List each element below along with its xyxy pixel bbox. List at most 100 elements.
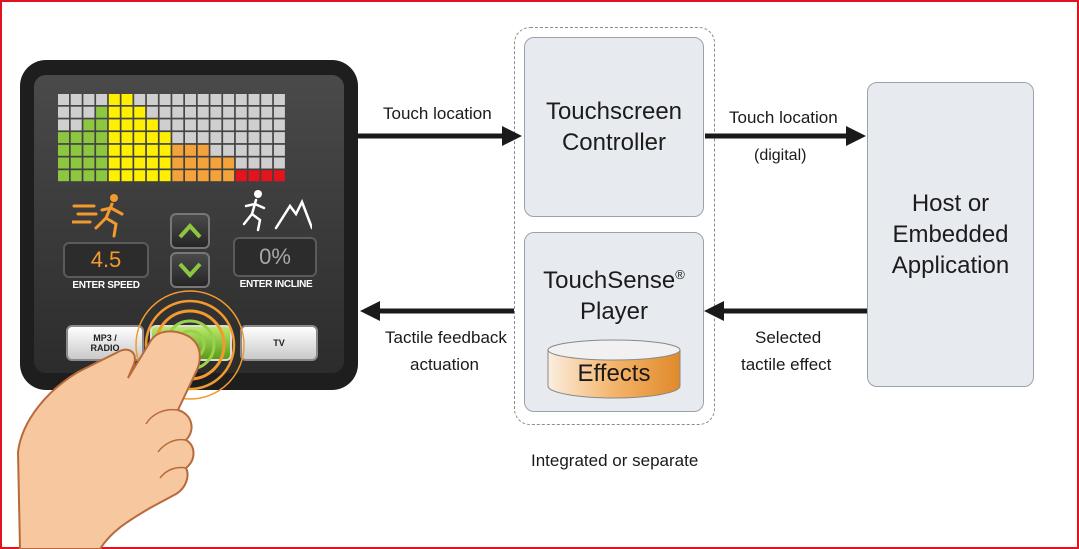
equalizer-cell xyxy=(146,119,158,131)
equalizer-cell xyxy=(210,144,222,156)
equalizer-cell xyxy=(134,170,146,182)
equalizer-cell xyxy=(108,170,120,182)
equalizer-cell xyxy=(108,106,120,118)
equalizer-cell xyxy=(159,106,171,118)
equalizer-cell xyxy=(261,132,273,144)
equalizer-cell xyxy=(248,106,260,118)
equalizer-cell xyxy=(159,94,171,105)
equalizer-cell xyxy=(172,144,184,156)
equalizer-cell xyxy=(146,106,158,118)
equalizer-cell xyxy=(185,106,196,118)
equalizer-cell xyxy=(197,119,209,131)
equalizer-cell xyxy=(70,170,82,182)
selected-label: Selected xyxy=(755,328,822,347)
equalizer-cell xyxy=(210,132,222,144)
incline-caption: ENTER INCLINE xyxy=(239,279,313,290)
equalizer-cell xyxy=(96,170,108,182)
equalizer-cell xyxy=(83,119,95,131)
speed-caption: ENTER SPEED xyxy=(72,280,140,291)
equalizer-cell xyxy=(58,106,69,118)
equalizer-cell xyxy=(159,157,171,169)
controller-line2: Controller xyxy=(561,129,667,156)
equalizer-cell xyxy=(121,94,133,105)
equalizer-cell xyxy=(273,144,285,156)
equalizer-cell xyxy=(223,170,235,182)
equalizer-cell xyxy=(273,106,285,118)
equalizer-cell xyxy=(83,157,95,169)
equalizer-cell xyxy=(210,106,222,118)
controller-line1: Touchscreen xyxy=(545,98,683,125)
equalizer-cell xyxy=(210,119,222,131)
equalizer-cell xyxy=(172,94,184,105)
equalizer-cell xyxy=(108,132,120,144)
equalizer-cell xyxy=(134,132,146,144)
touch-location-input-label: Touch location xyxy=(383,104,492,123)
hiker-mountain-icon xyxy=(242,190,312,232)
equalizer-cell xyxy=(96,132,108,144)
equalizer-cell xyxy=(172,106,184,118)
touch-location-output-label: Touch location xyxy=(729,108,838,127)
chevron-up-icon xyxy=(178,223,202,239)
equalizer-cell xyxy=(134,119,146,131)
equalizer-cell xyxy=(261,94,273,105)
equalizer-cell xyxy=(83,94,95,105)
down-arrow-button[interactable] xyxy=(170,252,210,288)
equalizer-cell xyxy=(146,157,158,169)
tv-label: TV xyxy=(273,338,285,348)
incline-value: 0% xyxy=(259,244,291,269)
up-arrow-button[interactable] xyxy=(170,213,210,249)
runner-icon xyxy=(72,194,124,238)
equalizer-cell xyxy=(70,144,82,156)
equalizer-cell xyxy=(83,106,95,118)
equalizer-cell xyxy=(261,170,273,182)
equalizer-cell xyxy=(96,157,108,169)
equalizer-cell xyxy=(121,106,133,118)
equalizer-cell xyxy=(235,94,247,105)
equalizer-cell xyxy=(197,94,209,105)
equalizer-cell xyxy=(108,144,120,156)
equalizer-cell xyxy=(70,106,82,118)
equalizer-cell xyxy=(185,157,196,169)
equalizer-cell xyxy=(134,144,146,156)
equalizer-cell xyxy=(273,132,285,144)
effects-label: Effects xyxy=(577,360,651,387)
equalizer-cell xyxy=(197,106,209,118)
host-line1: Host or xyxy=(911,190,990,217)
integrated-or-separate-caption: Integrated or separate xyxy=(531,451,699,470)
equalizer-cell xyxy=(273,170,285,182)
equalizer-cell xyxy=(248,144,260,156)
equalizer-cell xyxy=(121,157,133,169)
equalizer-cell xyxy=(248,119,260,131)
equalizer-cell xyxy=(235,144,247,156)
equalizer-cell xyxy=(261,106,273,118)
effects-database-icon xyxy=(547,339,681,399)
incline-readout[interactable]: 0% xyxy=(233,237,317,277)
equalizer-cell xyxy=(146,144,158,156)
chevron-down-icon xyxy=(178,262,202,278)
tv-button[interactable]: TV xyxy=(240,325,318,361)
equalizer-cell xyxy=(96,106,108,118)
equalizer-cell xyxy=(159,132,171,144)
radio-label: RADIO xyxy=(90,343,120,353)
equalizer-cell xyxy=(185,170,196,182)
equalizer-cell xyxy=(83,170,95,182)
equalizer-cell xyxy=(223,144,235,156)
equalizer-cell xyxy=(235,170,247,182)
speed-readout[interactable]: 4.5 xyxy=(63,242,149,278)
equalizer-cell xyxy=(210,170,222,182)
equalizer-cell xyxy=(197,144,209,156)
speed-value: 4.5 xyxy=(90,247,122,272)
equalizer-cell xyxy=(248,170,260,182)
equalizer-cell xyxy=(58,94,69,105)
equalizer-cell xyxy=(261,157,273,169)
equalizer-cell xyxy=(159,144,171,156)
equalizer-cell xyxy=(134,106,146,118)
equalizer-cell xyxy=(58,144,69,156)
equalizer-cell xyxy=(108,94,120,105)
equalizer-cell xyxy=(197,170,209,182)
equalizer-cell xyxy=(197,132,209,144)
equalizer-cell xyxy=(70,94,82,105)
